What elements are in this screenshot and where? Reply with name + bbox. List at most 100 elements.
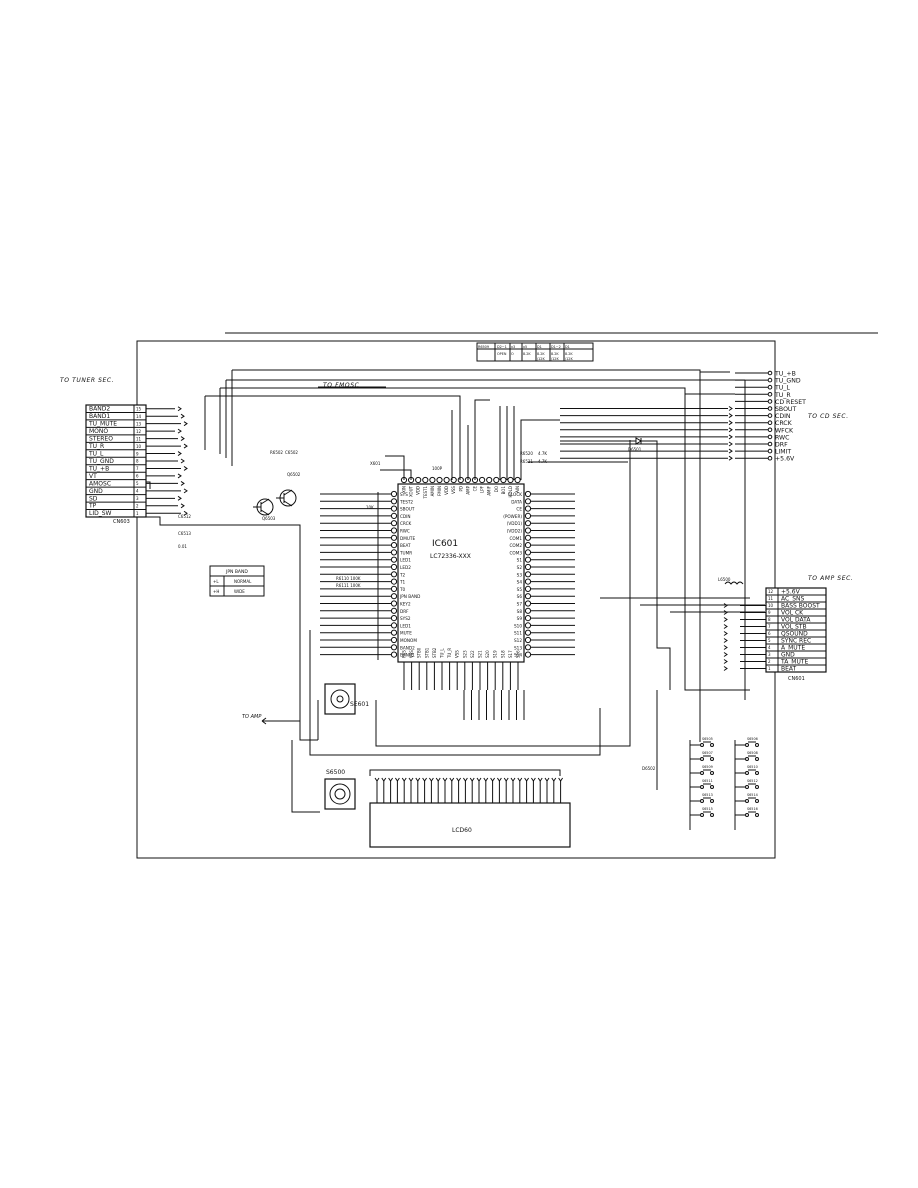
- cn601-pin-num: 10: [768, 603, 774, 608]
- cd-arrow: [728, 413, 733, 419]
- switch-contact: [755, 799, 759, 803]
- ic-left-pin-name: LED1: [400, 558, 411, 563]
- cd-terminal: [767, 434, 773, 440]
- ic-right-pin: [524, 600, 532, 607]
- cd-signal-label: SBOUT: [775, 406, 796, 413]
- cn601-pin-name: BASS BOOST: [781, 603, 820, 610]
- cn601-pin-name: +5.6V: [781, 589, 801, 596]
- cn601-pin-num: 11: [768, 596, 774, 601]
- cn603-arrow: [183, 443, 188, 449]
- cd-terminal: [767, 441, 773, 447]
- ic-bottom-pin-name: S22: [470, 650, 475, 658]
- ic-left-pin-name: T0: [399, 587, 406, 592]
- jpn-table-title: JPN BAND: [225, 569, 248, 575]
- cd-signal-label: CD RESET: [775, 399, 806, 406]
- cn601-arrow: [723, 631, 728, 636]
- x601-label: X601: [370, 461, 381, 466]
- ic-right-pin-name: S2: [517, 565, 523, 570]
- ic-bottom-pin-name: S20: [485, 650, 490, 658]
- lcd-pin-arrow: [435, 777, 441, 782]
- option-table-header: D1: [537, 345, 542, 349]
- lcd-pin-arrow: [537, 777, 543, 782]
- lcd-pin-arrow: [530, 777, 536, 782]
- ic-top-pin-name: DO: [494, 486, 499, 492]
- q6502-label: Q6502: [287, 472, 301, 477]
- jpn-row1-a: +L: [213, 579, 219, 584]
- ic-right-pin: [524, 651, 532, 658]
- cn601-pin-name: TA_MUTE: [780, 659, 809, 666]
- cd-arrow: [728, 427, 733, 433]
- ic-left-pin: [390, 636, 398, 644]
- switch-contact: [745, 771, 749, 775]
- ic-left-pin: [390, 629, 398, 636]
- ic-bottom-pin-name: VSS: [409, 650, 414, 658]
- switch-contact: [755, 785, 759, 789]
- ic-left-pin-name: DRF: [400, 609, 409, 614]
- label-to-amp-sec: TO AMP SEC.: [808, 575, 853, 582]
- ic-right-pin: [524, 549, 532, 556]
- label-to-amp: TO AMP: [242, 714, 261, 720]
- cn601-pin-num: 7: [768, 624, 771, 629]
- cn601-pin-name: VOL DATA: [781, 617, 811, 624]
- ic-bottom-pin-name: RES: [402, 650, 407, 658]
- ic-left-pin: [390, 563, 398, 571]
- q6503-label: Q6503: [262, 516, 276, 521]
- cn601-arrow: [723, 652, 728, 657]
- ic-right-pin: [524, 498, 532, 505]
- option-table-cell: /12K: [565, 357, 573, 361]
- ic-right-pin: [524, 585, 532, 593]
- ic-right-pin: [524, 571, 532, 578]
- cd-arrow: [728, 448, 733, 454]
- cn603-label: CN603: [113, 519, 130, 525]
- cn601-pin-name: SYNC REC: [781, 638, 811, 645]
- lcd-pin-arrow: [551, 777, 557, 782]
- cn603-pin-name: TU_MUTE: [88, 421, 117, 428]
- cd-signal-label: TU_R: [774, 392, 791, 399]
- ic-left-pin: [390, 527, 398, 534]
- switch-contact: [700, 771, 704, 775]
- ic-top-pin: [493, 476, 500, 484]
- ic-left-pin: [390, 571, 398, 578]
- switch-contact: [700, 799, 704, 803]
- ic-left-pin: [390, 622, 398, 629]
- cd-terminal: [767, 370, 773, 376]
- cn601-arrow: [723, 645, 728, 650]
- lcd-pin-arrow: [381, 777, 387, 782]
- ic-left-pin: [390, 534, 398, 541]
- lcd-pin-arrow: [422, 777, 428, 782]
- switch-label: S6509: [702, 765, 713, 769]
- switch-contact: [710, 771, 714, 775]
- lcd-pin-arrow: [401, 777, 407, 782]
- ic-top-pin: [457, 476, 464, 484]
- c-100p-label: 100P: [432, 466, 443, 471]
- cd-terminal: [767, 448, 773, 454]
- cn603-arrow: [183, 421, 188, 427]
- cn601-pin-name: VOL CK: [781, 610, 804, 617]
- ic-left-pin: [390, 644, 398, 651]
- cn603-pin-num: 11: [136, 436, 142, 441]
- jpn-band-table: JPN BAND +L NORMAL +H WIDE: [209, 565, 265, 597]
- switch-contact: [745, 743, 749, 747]
- cd-terminal: [767, 406, 773, 411]
- cn603-arrow: [180, 413, 185, 419]
- cn603-pin-num: 5: [136, 481, 139, 486]
- ic-top-pin-name: VDD: [416, 486, 421, 495]
- cd-signal-label: TU_L: [774, 385, 790, 392]
- ic601-chip: IC601 LC72336-XXX SYSTEST2SBOUTCDINCRCKR…: [320, 476, 575, 690]
- ic-left-pin-name: TEST2: [399, 499, 413, 504]
- ic-top-pin: [500, 476, 507, 484]
- ic-left-pin: [390, 615, 398, 622]
- cn601-pin-num: 6: [768, 631, 771, 636]
- cn603-pin-name: SD: [89, 495, 98, 502]
- cn601-pin-name: QSOUND: [781, 631, 808, 638]
- se601-encoder: SE601: [324, 683, 369, 715]
- ic-left-pin-name: BEAT: [400, 543, 411, 548]
- cn601-pin-num: 1: [768, 666, 771, 671]
- ic-right-pin-name: COM3: [510, 550, 523, 555]
- option-table-cell: /12K: [551, 357, 559, 361]
- lcd-pin-arrow: [408, 777, 414, 782]
- switch-label: S6515: [702, 807, 713, 811]
- ic-top-pin: [479, 476, 486, 484]
- label-to-fmosc: TO FMOSC: [323, 382, 360, 389]
